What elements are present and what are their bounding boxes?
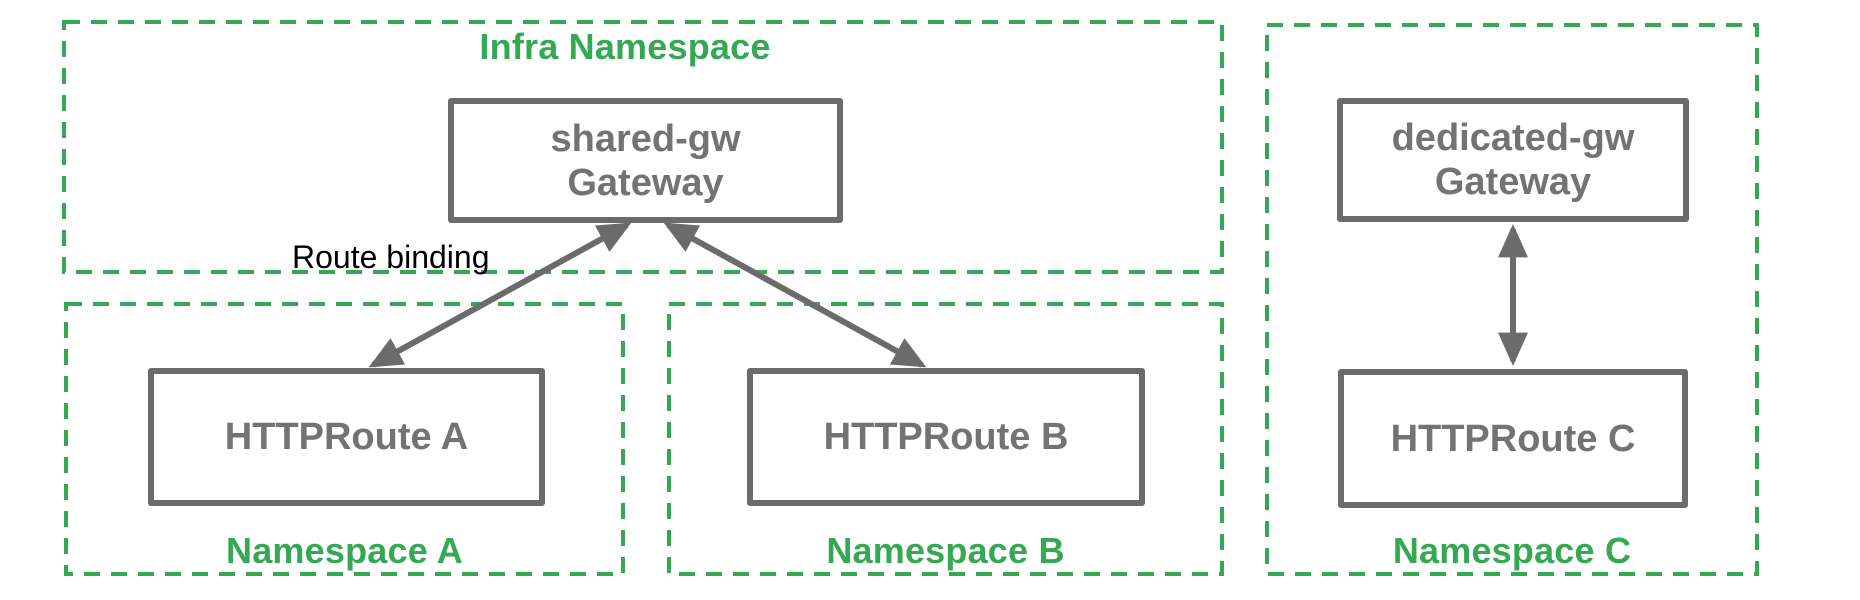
dedicated-gw-gateway-kind: Gateway (1434, 161, 1592, 203)
namespace-c-label: Namespace C (1392, 530, 1632, 571)
httproute-c-label: HTTPRoute C (1390, 417, 1636, 460)
httproute-b-node: HTTPRoute B (747, 368, 1145, 506)
namespace-b-label: Namespace B (826, 530, 1065, 571)
namespace-a-border (64, 302, 625, 576)
namespace-a-label: Namespace A (226, 530, 463, 571)
httproute-c-node: HTTPRoute C (1338, 369, 1688, 508)
infra-namespace-border (62, 20, 1224, 274)
route-binding-annotation: Route binding (292, 239, 490, 275)
infra-namespace-label: Infra Namespace (479, 26, 771, 67)
httproute-a-node: HTTPRoute A (148, 368, 545, 506)
route-b-binding-arrow (663, 222, 927, 368)
shared-gw-gateway-name: shared-gw (550, 117, 741, 160)
namespace-b-border (667, 302, 1224, 576)
dedicated-gw-gateway-name: dedicated-gw (1391, 117, 1635, 159)
httproute-a-label: HTTPRoute A (224, 416, 469, 458)
namespace-c-border (1265, 23, 1759, 576)
dedicated-gw-gateway-node: dedicated-gw Gateway (1337, 98, 1689, 222)
route-a-binding-arrow (368, 222, 632, 368)
httproute-b-label: HTTPRoute B (823, 416, 1069, 458)
shared-gw-gateway-node: shared-gw Gateway (448, 98, 843, 223)
shared-gw-gateway-kind: Gateway (567, 161, 724, 204)
